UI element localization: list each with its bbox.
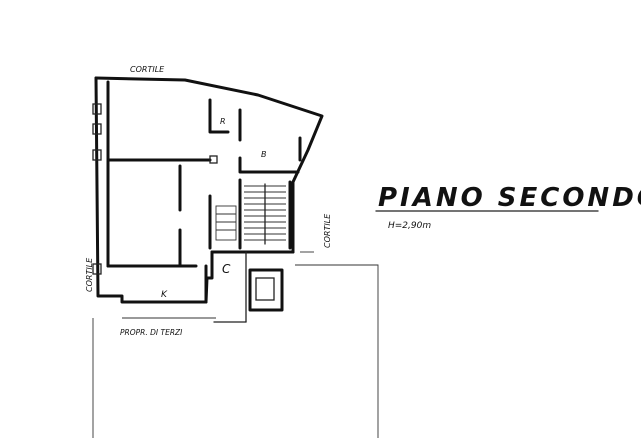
label-room-b: B [261,150,267,159]
plan-title: PIANO SECONDO [378,183,641,213]
label-cortile-right: CORTILE [323,213,332,248]
staircase [215,183,286,245]
landing-block [213,251,284,323]
label-propr-di-terzi: PROPR. DI TERZI [120,328,183,337]
outer-walls [94,76,324,304]
plan-height: H=2,90m [388,221,431,231]
label-cortile-top: CORTILE [130,65,165,74]
label-room-k: K [161,290,168,300]
interior-walls [106,98,302,304]
label-room-r: R [220,117,226,126]
left-windows [92,103,102,275]
label-room-c: C [222,262,231,276]
property-boundary [92,251,379,438]
label-cortile-left: CORTILE [85,257,94,292]
